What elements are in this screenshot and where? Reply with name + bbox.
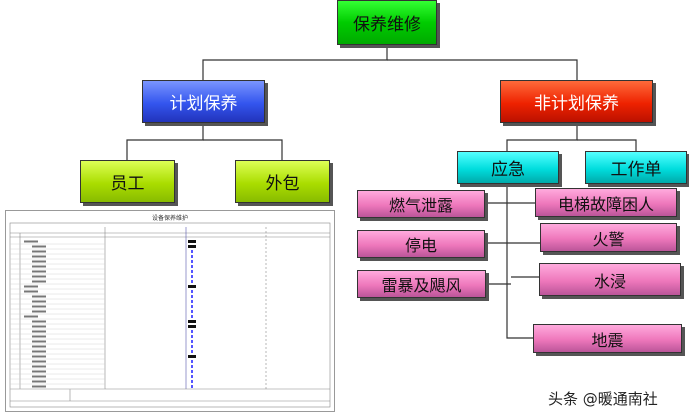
gantt-task-bar [191, 310, 193, 313]
fire-node: 火警 [540, 223, 677, 252]
gantt-task-text [32, 375, 46, 378]
elevator-label: 电梯故障困人 [557, 194, 654, 214]
gantt-task-text [32, 250, 46, 253]
planned-node: 计划保养 [142, 80, 265, 123]
unplanned-node: 非计划保养 [500, 80, 653, 123]
gantt-task-text [32, 295, 46, 298]
gantt-task-text [24, 290, 38, 293]
gantt-task-bar [191, 295, 193, 298]
planned-label: 计划保养 [169, 94, 238, 114]
storm-label: 雷暴及飓风 [381, 276, 462, 295]
gantt-task-bar [191, 380, 193, 383]
gantt-task-bar [191, 250, 193, 253]
work-order-node: 工作单 [585, 151, 687, 184]
gantt-task-bar [191, 330, 193, 333]
work-order-label: 工作单 [610, 160, 662, 180]
gantt-summary-bar [188, 240, 196, 243]
emergency-node: 应急 [457, 151, 559, 184]
gantt-task-bar [191, 290, 193, 293]
gantt-task-text [24, 240, 38, 243]
gantt-summary-bar [188, 325, 196, 328]
gantt-summary-bar [188, 355, 196, 358]
power-outage-node: 停电 [357, 230, 485, 258]
gantt-task-bar [191, 265, 193, 268]
gantt-task-text [32, 330, 46, 333]
gantt-task-text [32, 350, 46, 353]
gantt-task-bar [191, 365, 193, 368]
gantt-task-bar [191, 340, 193, 343]
gantt-task-text [24, 315, 38, 318]
gantt-summary-bar [188, 285, 196, 288]
staff-node: 员工 [80, 160, 175, 203]
flood-node: 水浸 [539, 263, 681, 296]
gantt-task-text [24, 285, 38, 288]
earthquake-label: 地震 [591, 330, 624, 350]
gantt-task-text [32, 310, 46, 313]
gantt-task-bar [191, 300, 193, 303]
gantt-task-text [32, 260, 46, 263]
flood-label: 水浸 [593, 271, 626, 291]
gantt-task-text [32, 255, 46, 258]
gantt-task-bar [191, 350, 193, 353]
gantt-task-text [32, 280, 46, 283]
gantt-task-text [32, 340, 46, 343]
gantt-task-text [32, 380, 46, 383]
document-title: 设备保养维护 [151, 215, 188, 222]
gantt-task-bar [191, 385, 193, 388]
gantt-task-text [32, 270, 46, 273]
gantt-task-text [32, 305, 46, 308]
outsource-node: 外包 [235, 160, 330, 203]
gantt-task-bar [191, 270, 193, 273]
gantt-summary-bar [188, 320, 196, 323]
gantt-task-bar [191, 370, 193, 373]
gantt-task-bar [191, 305, 193, 308]
gantt-task-bar [191, 255, 193, 258]
gantt-table [9, 222, 331, 408]
gantt-task-bar [191, 345, 193, 348]
gantt-task-bar [191, 275, 193, 278]
gantt-task-bar [191, 260, 193, 263]
gantt-summary-bar [188, 245, 196, 248]
watermark: 头条 @暖通南社 [548, 390, 658, 408]
gantt-task-bar [191, 280, 193, 283]
gantt-task-text [32, 345, 46, 348]
emergency-label: 应急 [491, 160, 525, 180]
power-outage-label: 停电 [404, 236, 437, 255]
storm-node: 雷暴及飓风 [357, 270, 486, 298]
gantt-task-text [32, 385, 46, 388]
root-label: 保养维修 [353, 15, 421, 35]
gas-leak-label: 燃气泄露 [388, 196, 453, 215]
gantt-task-text [32, 325, 46, 328]
elevator-node: 电梯故障困人 [535, 188, 677, 217]
root-node: 保养维修 [337, 0, 437, 45]
staff-label: 员工 [110, 174, 145, 194]
unplanned-label: 非计划保养 [534, 94, 619, 114]
gantt-task-text [32, 300, 46, 303]
gantt-task-text [32, 275, 46, 278]
gantt-task-bar [191, 335, 193, 338]
outsource-label: 外包 [265, 174, 300, 194]
earthquake-node: 地震 [533, 324, 682, 353]
fire-label: 火警 [592, 229, 625, 249]
maintenance-schedule-document: 设备保养维护 [5, 210, 335, 412]
gantt-task-text [32, 320, 46, 323]
gantt-task-text [32, 365, 46, 368]
gantt-task-text [32, 265, 46, 268]
gantt-task-text [32, 355, 46, 358]
gantt-task-bar [191, 315, 193, 318]
gantt-task-text [32, 335, 46, 338]
gantt-task-text [32, 360, 46, 363]
gantt-task-bar [191, 360, 193, 363]
gantt-task-text [32, 370, 46, 373]
gas-leak-node: 燃气泄露 [357, 190, 485, 218]
gantt-task-bar [191, 375, 193, 378]
gantt-task-text [32, 245, 46, 248]
